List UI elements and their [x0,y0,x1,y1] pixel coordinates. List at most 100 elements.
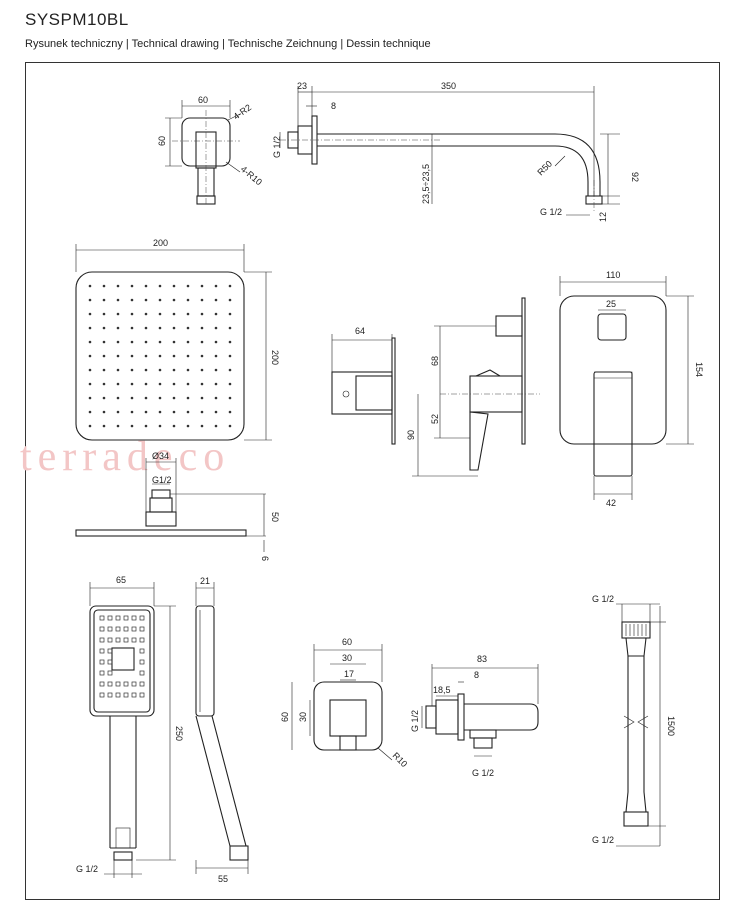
nozzle-dot [130,368,134,372]
nozzle-dot [130,284,134,288]
nozzle-dot [116,396,120,400]
nozzle-dot [200,326,204,330]
nozzle-dot [88,298,92,302]
nozzle-dot [116,298,120,302]
model-title: SYSPM10BL [25,10,129,29]
nozzle-dot [102,354,106,358]
nozzle-dot [186,312,190,316]
nozzle-dot [158,326,162,330]
nozzle-dot [116,284,120,288]
nozzle-dot [214,312,218,316]
dim-head-50: 50 [270,512,280,522]
nozzle-dot [172,312,176,316]
dim-arm-r50: R50 [535,159,554,178]
nozzle-dot [116,410,120,414]
nozzle-dot [172,340,176,344]
nozzle-dot [116,424,120,428]
dim-head-6: 6 [260,556,270,561]
nozzle-dot [130,354,134,358]
dim-head-d34: Ø34 [152,451,169,461]
dim-outlet-30-height: 30 [298,712,308,722]
nozzle-dot [228,340,232,344]
nozzle-dot [116,326,120,330]
hand-nozzle [139,626,145,632]
nozzle-dot [186,284,190,288]
nozzle-dot [158,312,162,316]
nozzle-dot [144,424,148,428]
nozzle-dot [88,312,92,316]
dim-hose-g12-bottom: G 1/2 [592,835,614,845]
dim-mixer-64: 64 [355,326,365,336]
nozzle-dot [88,396,92,400]
hand-nozzle [123,692,129,698]
nozzle-dot [158,298,162,302]
hand-nozzle [115,626,121,632]
nozzle-dot [214,354,218,358]
nozzle-dot [102,382,106,386]
nozzle-dot [102,368,106,372]
dim-hose-1500: 1500 [666,716,676,736]
nozzle-dot [186,340,190,344]
nozzle-dot [88,424,92,428]
hand-nozzle [131,692,137,698]
dim-head-200-width: 200 [153,238,168,248]
nozzle-dot [172,284,176,288]
dim-head-200-height: 200 [270,350,280,365]
hand-nozzle [115,692,121,698]
shower-hose-view [616,603,666,847]
watermark: terradeco [20,434,230,480]
dim-mixer-90: 90 [406,430,416,440]
hand-nozzle-grid [99,615,145,698]
nozzle-dot [228,312,232,316]
nozzle-dot [186,396,190,400]
shower-head-top-view [75,244,272,441]
nozzle-dot [200,354,204,358]
nozzle-dot [116,382,120,386]
nozzle-dot [228,396,232,400]
nozzle-dot [228,424,232,428]
nozzle-dot [88,382,92,386]
nozzle-dot [144,340,148,344]
dim-arm-23-5: 23,5÷23,5 [421,164,431,204]
hand-nozzle [99,659,105,665]
dim-arm-23: 23 [297,81,307,91]
hand-nozzle [99,670,105,676]
dim-arm-r2: 4-R2 [231,102,253,121]
nozzle-dot [200,424,204,428]
hand-nozzle [139,692,145,698]
nozzle-dot [102,284,106,288]
dim-side-g12-left: G 1/2 [410,710,420,732]
wall-outlet-front-view [291,644,393,761]
nozzle-dot [116,354,120,358]
nozzle-dot [172,396,176,400]
dim-plate-42: 42 [606,498,616,508]
dim-side-8: 8 [474,670,479,680]
dim-arm-flange-width: 60 [198,95,208,105]
hand-nozzle [99,637,105,643]
mixer-body-side-view [331,334,396,445]
nozzle-dot [172,326,176,330]
dim-outlet-60-width: 60 [342,637,352,647]
dim-arm-r10: 4-R10 [239,164,264,187]
hand-nozzle [107,670,113,676]
nozzle-dot [88,410,92,414]
dim-hose-g12-top: G 1/2 [592,594,614,604]
dim-arm-g12-left: G 1/2 [272,136,282,158]
nozzle-dot [200,382,204,386]
dim-side-83: 83 [477,654,487,664]
hand-nozzle [99,615,105,621]
nozzle-dot [214,368,218,372]
nozzle-dot [200,368,204,372]
nozzle-dot [144,326,148,330]
nozzle-dot [214,382,218,386]
shower-arm-side-view [279,86,620,216]
mixer-front-plate [559,276,694,500]
hand-nozzle [107,637,113,643]
nozzle-dot [186,382,190,386]
nozzle-dot [172,382,176,386]
nozzle-dot [172,354,176,358]
nozzle-dot [102,326,106,330]
drawing-frame [25,62,720,900]
hand-nozzle [131,637,137,643]
